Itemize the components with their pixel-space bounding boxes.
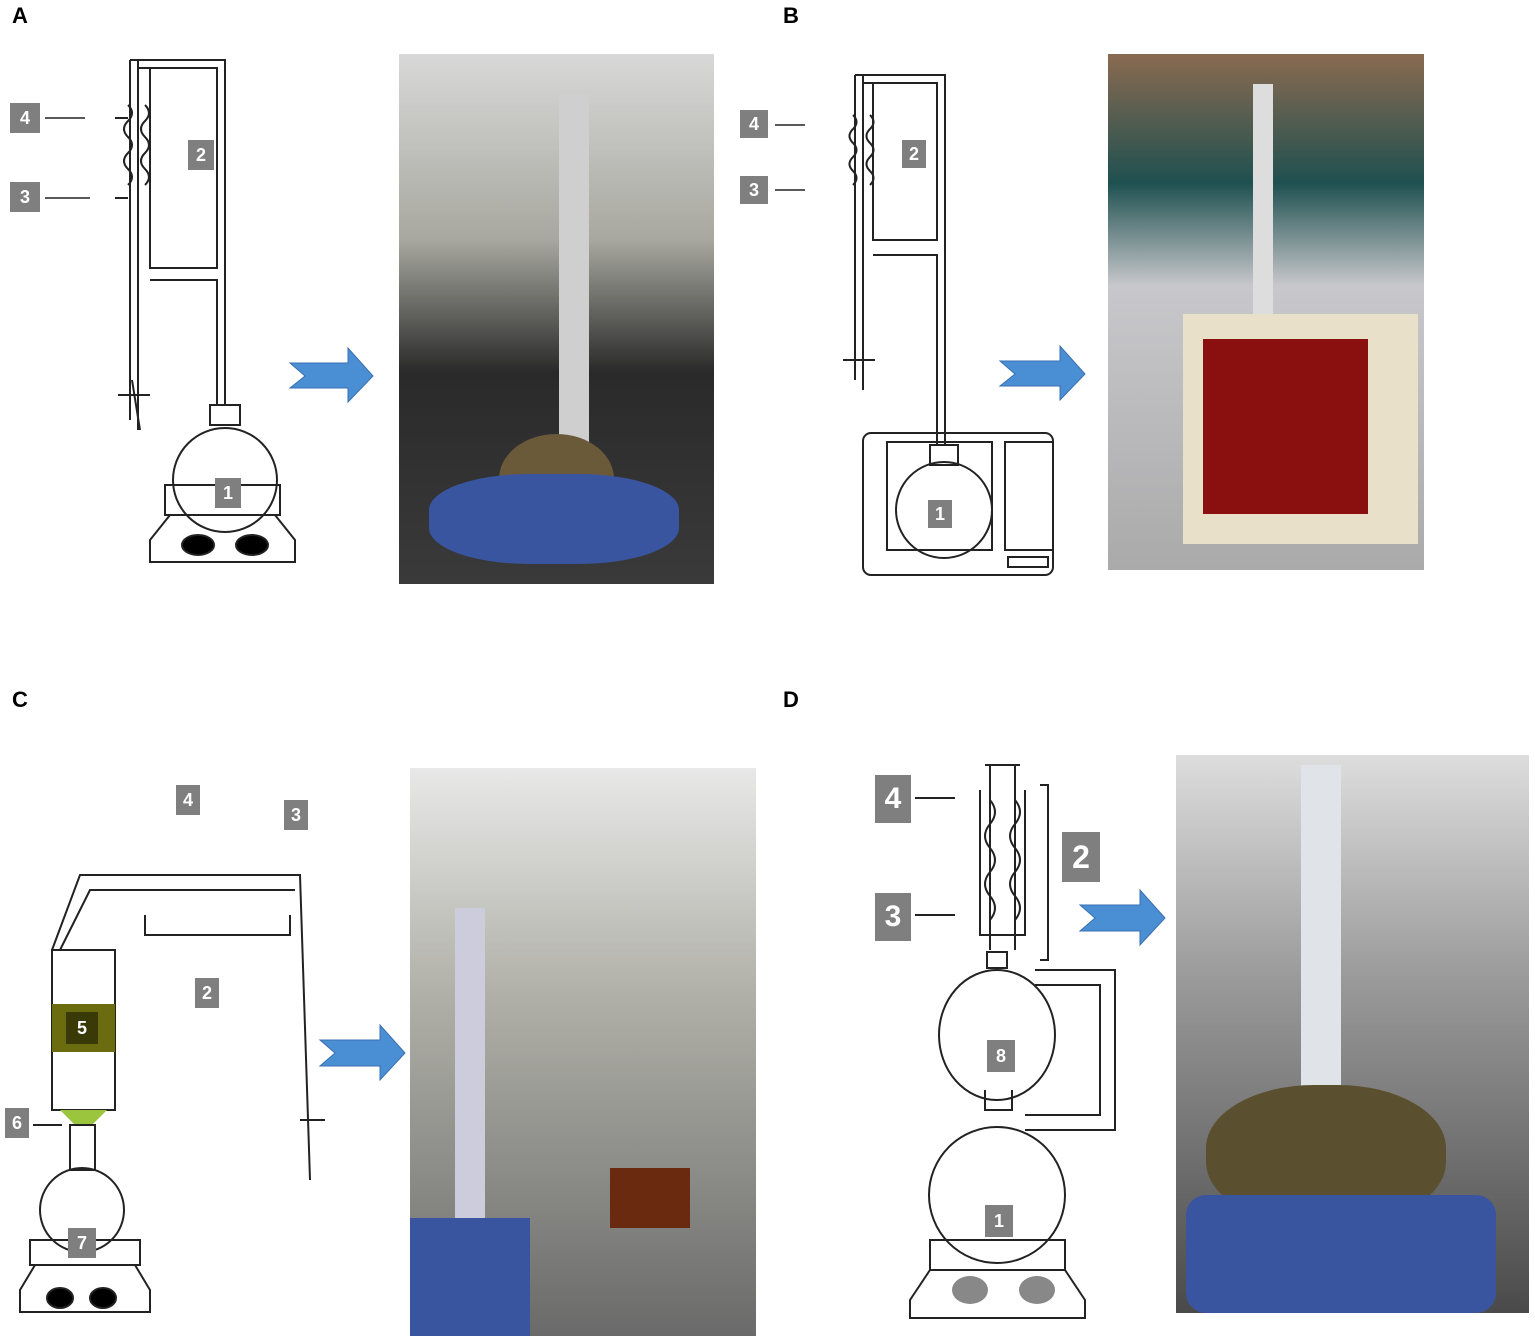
label-2: 2	[195, 978, 219, 1008]
label-5: 5	[66, 1012, 98, 1044]
panel-label-a: A	[12, 3, 28, 28]
diagram-a-clevenger-hydrodistillation	[45, 59, 296, 563]
label-4: 4	[875, 775, 911, 823]
arrow-b	[998, 344, 1086, 402]
label-4: 4	[176, 785, 200, 815]
label-3: 3	[10, 182, 40, 212]
photo-a	[399, 54, 714, 584]
diagram-c-steam-distillation	[19, 874, 325, 1313]
diagram-b-microwave-hydrodistillation	[775, 74, 1054, 576]
label-4: 4	[740, 110, 768, 138]
label-8: 8	[987, 1040, 1015, 1072]
label-2: 2	[188, 140, 214, 170]
label-1: 1	[928, 500, 952, 528]
panel-label-c: C	[12, 687, 28, 712]
arrow-c	[318, 1023, 406, 1082]
label-3: 3	[284, 800, 308, 830]
photo-b	[1108, 54, 1424, 570]
label-2: 2	[902, 140, 926, 168]
arrow-a	[288, 346, 374, 404]
panel-label-d: D	[783, 687, 799, 712]
panel-label-b: B	[783, 3, 799, 28]
label-3: 3	[740, 176, 768, 204]
arrow-d	[1078, 888, 1166, 947]
diagram-d-hydrodiffusion	[909, 764, 1116, 1319]
label-1: 1	[985, 1205, 1013, 1237]
label-4: 4	[10, 103, 40, 133]
arrows	[288, 344, 1166, 1082]
label-1: 1	[215, 478, 241, 508]
label-2: 2	[1062, 832, 1100, 882]
photo-c	[410, 768, 756, 1336]
label-7: 7	[68, 1228, 96, 1258]
photo-d	[1176, 755, 1529, 1313]
label-3: 3	[875, 893, 911, 941]
label-6: 6	[5, 1108, 29, 1138]
